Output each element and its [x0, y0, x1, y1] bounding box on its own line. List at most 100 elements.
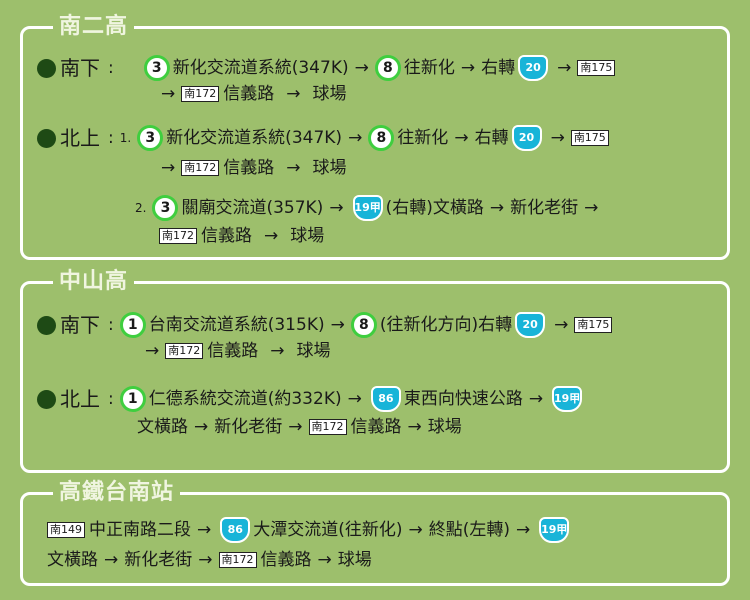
route-step: 信義路 [201, 226, 252, 246]
arrow: → [330, 315, 345, 335]
section-title: 南二高 [53, 13, 135, 41]
route-step: 信義路 [207, 341, 259, 361]
bullet-icon [37, 128, 56, 148]
arrow: → [329, 198, 344, 218]
highway-19a-icon: 19甲 [352, 195, 383, 221]
highway-86-icon: 86 [220, 517, 251, 543]
highway-20-icon: 20 [511, 125, 542, 151]
option-number: 1. [119, 131, 132, 145]
arrow: → [264, 226, 279, 246]
arrow: → [408, 520, 423, 540]
route-step: 信義路 [260, 550, 312, 570]
arrow: → [317, 550, 332, 570]
route-step: 新化交流道系統(347K) [166, 128, 343, 148]
road-172-icon: 南172 [218, 552, 257, 568]
route-step: 球場 [312, 84, 347, 104]
route-step: 文橫路 [137, 417, 188, 437]
section-title: 中山高 [53, 268, 135, 296]
bullet-icon [37, 389, 56, 409]
colon: : [108, 389, 114, 409]
arrow: → [161, 84, 176, 104]
road-175-icon: 南175 [577, 60, 616, 76]
route-step: 終點(左轉) [428, 520, 511, 540]
arrow: → [550, 128, 565, 148]
route-step: 信義路 [223, 158, 275, 178]
arrow: → [270, 341, 285, 361]
freeway-8-icon: 8 [374, 55, 401, 81]
route-step: 台南交流道系統(315K) [148, 315, 325, 335]
arrow: → [354, 58, 369, 78]
route-step: 往新化 [397, 128, 449, 148]
highway-20-icon: 20 [518, 55, 549, 81]
freeway-1-icon: 1 [119, 312, 146, 338]
route-step: 新化老街 [124, 550, 193, 570]
arrow: → [194, 417, 209, 437]
route-step: 信義路 [350, 417, 402, 437]
colon: : [108, 128, 114, 148]
route-line: 南149 中正南路二段 → 86 大潭交流道(往新化) → 終點(左轉) → 1… [47, 517, 727, 543]
arrow: → [288, 417, 303, 437]
section-title: 高鐵台南站 [53, 479, 181, 507]
freeway-8-icon: 8 [350, 312, 377, 338]
route-line: 文橫路 → 新化老街 → 南172 信義路 → 球場 [137, 414, 727, 440]
route-line: 北上 : 1 仁德系統交流道(約332K) → 86 東西向快速公路 → 19甲 [37, 386, 727, 412]
highway-86-icon: 86 [370, 386, 401, 412]
direction-label: 北上 [60, 126, 100, 150]
highway-19a-icon: 19甲 [539, 517, 570, 543]
road-175-icon: 南175 [574, 317, 613, 333]
arrow: → [584, 198, 599, 218]
direction-label: 南下 [60, 56, 100, 80]
section-hsr-tainan: 高鐵台南站 南149 中正南路二段 → 86 大潭交流道(往新化) → 終點(左… [20, 479, 730, 586]
route-step: 中正南路二段 [89, 520, 191, 540]
road-172-icon: 南172 [165, 343, 204, 359]
arrow: → [460, 58, 476, 78]
route-step: 信義路 [223, 84, 275, 104]
route-step: 右轉 [481, 58, 516, 78]
arrow: → [286, 84, 301, 104]
road-149-icon: 南149 [47, 522, 85, 538]
direction-label: 南下 [60, 313, 100, 337]
route-step: 文橫路 [47, 550, 98, 570]
arrow: → [347, 389, 362, 409]
route-line: 南下 : 1 台南交流道系統(315K) → 8 (往新化方向)右轉 20 → … [37, 312, 727, 338]
highway-20-icon: 20 [515, 312, 546, 338]
route-step: 球場 [312, 158, 347, 178]
freeway-1-icon: 1 [119, 386, 146, 412]
arrow: → [286, 158, 301, 178]
arrow: → [348, 128, 363, 148]
freeway-3-icon: 3 [143, 55, 170, 81]
route-line: 2. 3 關廟交流道(357K) → 19甲 (右轉)文橫路 → 新化老街 → [135, 195, 727, 221]
road-172-icon: 南172 [308, 419, 347, 435]
highway-19a-icon: 19甲 [552, 386, 583, 412]
section-nan-er-gao: 南二高 南下 : 3 新化交流道系統(347K) → 8 往新化 → 右轉 20… [20, 13, 730, 260]
route-step: 新化交流道系統(347K) [172, 58, 349, 78]
road-172-icon: 南172 [181, 160, 220, 176]
arrow: → [161, 158, 176, 178]
route-step: 新化老街 [510, 198, 579, 218]
colon: : [108, 58, 114, 78]
arrow: → [554, 315, 569, 335]
bullet-icon [37, 315, 56, 335]
route-line: 南172 信義路 → 球場 [159, 223, 727, 249]
arrow: → [198, 550, 213, 570]
freeway-8-icon: 8 [368, 125, 395, 151]
arrow: → [557, 58, 572, 78]
arrow: → [407, 417, 422, 437]
arrow: → [528, 389, 544, 409]
route-step: 新化老街 [214, 417, 283, 437]
road-172-icon: 南172 [181, 86, 220, 102]
arrow: → [104, 550, 119, 570]
route-step: 東西向快速公路 [403, 389, 523, 409]
arrow: → [197, 520, 212, 540]
route-step: 球場 [296, 341, 331, 361]
road-175-icon: 南175 [570, 130, 609, 146]
arrow: → [454, 128, 469, 148]
route-line: 文橫路 → 新化老街 → 南172 信義路 → 球場 [47, 547, 727, 573]
route-step: 球場 [290, 226, 325, 246]
route-line: 南下 : 3 新化交流道系統(347K) → 8 往新化 → 右轉 20 → 南… [37, 55, 727, 81]
route-step: 右轉 [474, 128, 509, 148]
route-step: 關廟交流道(357K) [181, 198, 324, 218]
arrow: → [489, 198, 505, 218]
route-line: → 南172 信義路 → 球場 [139, 338, 727, 364]
route-line: → 南172 信義路 → 球場 [155, 155, 727, 181]
